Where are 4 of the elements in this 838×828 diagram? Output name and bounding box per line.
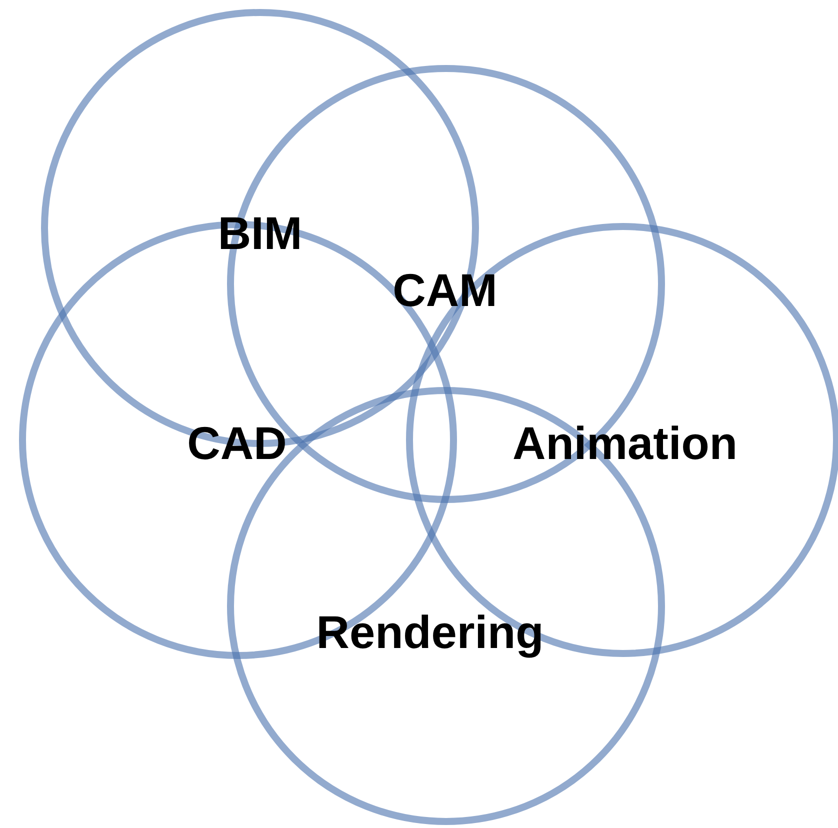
circle-label: BIM (218, 210, 302, 256)
circle-label: CAM (392, 267, 498, 313)
circle-label: CAD (187, 420, 287, 466)
circle-label: Animation (512, 420, 738, 466)
